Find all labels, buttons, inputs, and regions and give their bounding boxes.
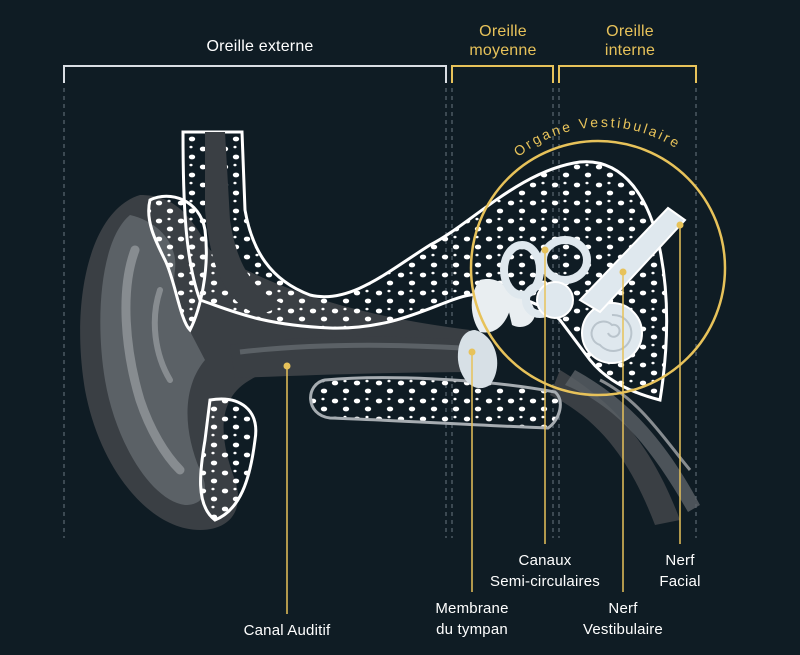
inner-ear	[500, 206, 687, 364]
vestibular-organ-circle	[469, 139, 727, 397]
callout-canaux-semi-circulaires: Canaux Semi-circulaires	[475, 550, 615, 592]
auditory-canal	[230, 336, 480, 378]
tragus-cartilage	[147, 194, 208, 333]
nerve-bundle	[550, 370, 700, 525]
callout-canaux-line1: Canaux	[518, 552, 572, 569]
callout-membrane-line2: du tympan	[436, 621, 508, 638]
section-middle-ear-line1: Oreille	[479, 23, 527, 40]
section-brackets	[63, 65, 697, 83]
vestibular-organ-label: Organe Vestibulaire	[510, 114, 684, 160]
callout-nerf-facial-line1: Nerf	[665, 552, 695, 569]
section-outer-ear-label: Oreille externe	[180, 36, 340, 57]
callout-membrane-tympan: Membrane du tympan	[412, 598, 532, 640]
callout-canal-auditif-text: Canal Auditif	[243, 622, 331, 639]
callout-nerf-facial-line2: Facial	[659, 573, 701, 590]
upper-bone	[181, 130, 669, 402]
callout-nerf-facial: Nerf Facial	[640, 550, 720, 592]
callout-nerf-vestibulaire-line2: Vestibulaire	[583, 621, 663, 638]
section-inner-ear-line1: Oreille	[606, 23, 654, 40]
callout-nerf-vestibulaire: Nerf Vestibulaire	[563, 598, 683, 640]
section-outer-ear-text: Oreille externe	[206, 38, 314, 55]
lower-bone	[199, 376, 562, 522]
callout-canaux-line2: Semi-circulaires	[490, 573, 600, 590]
section-inner-ear-label: Oreille interne	[570, 22, 690, 60]
section-middle-ear-line2: moyenne	[469, 42, 537, 59]
section-inner-ear-line2: interne	[604, 42, 656, 59]
callout-nerf-vestibulaire-line1: Nerf	[608, 600, 638, 617]
section-middle-ear-label: Oreille moyenne	[443, 22, 563, 60]
callout-leaders	[283, 221, 684, 614]
callout-membrane-line1: Membrane	[435, 600, 509, 617]
callout-canal-auditif: Canal Auditif	[217, 620, 357, 641]
